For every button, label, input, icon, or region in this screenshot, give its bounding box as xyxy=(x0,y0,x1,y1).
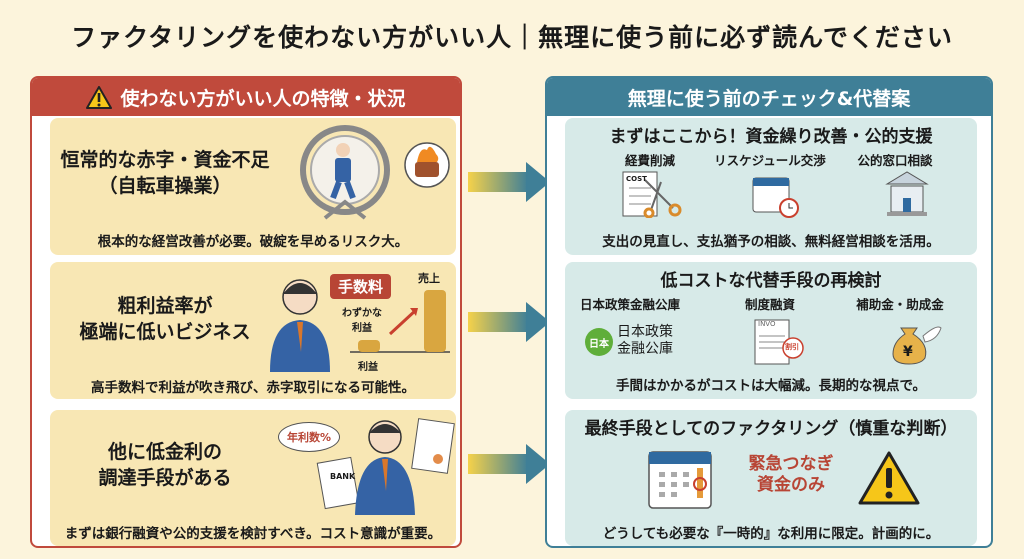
small-profit-label: わずかな利益 xyxy=(342,308,382,334)
calendar-icon xyxy=(648,451,712,509)
cost-label: COST xyxy=(626,175,647,183)
card-low-margin: 粗利益率が極端に低いビジネス 手数料 売上 わずかな利益 利益 高手数料で利益が… xyxy=(50,262,456,399)
profit-label: 利益 xyxy=(358,362,378,373)
bank-document-label: BANK xyxy=(330,472,356,481)
worried-businessman-icon xyxy=(270,279,330,372)
calendar-clock-icon xyxy=(752,177,799,218)
card-note: 根本的な経営改善が必要。破綻を早めるリスク大。 xyxy=(97,234,409,250)
cost-cut-icon xyxy=(622,171,682,218)
businessman-with-documents-icon xyxy=(316,418,455,515)
item-label: 補助金・助成金 xyxy=(856,297,944,312)
discount-stamp: 割引 xyxy=(785,343,799,351)
arrow-right-icon xyxy=(468,444,550,484)
right-panel-heading: 無理に使う前のチェック&代替案 xyxy=(627,87,911,110)
invoice-icon xyxy=(754,319,804,365)
arrow-right-icon xyxy=(468,302,550,342)
left-panel: 使わない方がいい人の特徴・状況 恒常的な赤字・資金不足 （自転車操業） 根本的な経… xyxy=(30,76,462,548)
card-title-line2: 調達手段がある xyxy=(98,466,232,489)
emergency-line1: 緊急つなぎ xyxy=(748,454,834,474)
emergency-line2: 資金のみ xyxy=(757,475,825,496)
card-title: 最終手段としてのファクタリング（慎重な判断） xyxy=(584,419,958,439)
burning-wallet-icon xyxy=(404,142,450,188)
right-panel-header: 無理に使う前のチェック&代替案 xyxy=(547,78,991,116)
money-bag-wings-icon xyxy=(892,326,942,365)
card-note: まずは銀行融資や公的支援を検討すべき。コスト意識が重要。 xyxy=(64,526,442,542)
warning-icon xyxy=(86,85,113,109)
card-factoring-last-resort: 最終手段としてのファクタリング（慎重な判断） 緊急つなぎ資金のみ どうしても必要… xyxy=(565,410,977,546)
card-title: まずはここから！資金繰り改善・公的支援 xyxy=(609,127,933,147)
card-title: 粗利益率が極端に低いビジネス xyxy=(50,294,280,345)
interest-bubble: 年利数% xyxy=(278,422,341,452)
card-title-line1: 恒常的な赤字・資金不足 xyxy=(60,149,270,171)
card-title-line1: 他に低金利の xyxy=(107,441,222,463)
item-label: リスケジュール交渉 xyxy=(714,153,826,168)
right-panel: 無理に使う前のチェック&代替案 まずはここから！資金繰り改善・公的支援 経費削減… xyxy=(545,76,993,548)
card-low-interest-alternatives: 他に低金利の調達手段がある 年利数% BANK まずは銀行融資や公的支援を検討す… xyxy=(50,410,456,546)
jfc-name-line1: 日本政策 xyxy=(617,324,673,340)
jfc-logo-icon: 日本 xyxy=(585,328,613,356)
card-title-line1: 粗利益率が xyxy=(117,295,213,317)
card-note: 手間はかかるがコストは大幅減。長期的な視点で。 xyxy=(616,378,926,394)
left-panel-heading: 使わない方がいい人の特徴・状況 xyxy=(120,87,406,110)
warning-icon xyxy=(858,451,920,505)
card-title: 恒常的な赤字・資金不足 （自転車操業） xyxy=(50,148,280,199)
emergency-note: 緊急つなぎ資金のみ xyxy=(741,454,841,497)
card-cashflow-improvement: まずはここから！資金繰り改善・公的支援 経費削減 リスケジュール交渉 公的窓口相… xyxy=(565,118,977,255)
item-label: 制度融資 xyxy=(744,297,795,312)
sales-label: 売上 xyxy=(418,272,440,285)
item-label: 日本政策金融公庫 xyxy=(579,297,680,312)
jfc-name: 日本政策金融公庫 xyxy=(617,324,673,358)
card-title-line2: 極端に低いビジネス xyxy=(79,320,251,343)
card-note: どうしても必要な『一時的』な利用に限定。計画的に。 xyxy=(602,526,940,542)
card-title: 他に低金利の調達手段がある xyxy=(50,440,280,491)
invoice-label: INVO xyxy=(758,320,776,328)
left-panel-header: 使わない方がいい人の特徴・状況 xyxy=(32,78,460,116)
card-chronic-deficit: 恒常的な赤字・資金不足 （自転車操業） 根本的な経営改善が必要。破綻を早めるリスク… xyxy=(50,118,456,255)
card-note: 高手数料で利益が吹き飛び、赤字取引になる可能性。 xyxy=(91,380,415,396)
coin-stacks-icon xyxy=(350,290,450,353)
arrow-right-icon xyxy=(468,162,550,202)
card-note: 支出の見直し、支払猶予の相談、無料経営相談を活用。 xyxy=(602,234,940,250)
jfc-name-line2: 金融公庫 xyxy=(617,340,673,357)
hamster-wheel-icon xyxy=(300,125,390,220)
yen-sign: ¥ xyxy=(903,344,913,360)
page-title: ファクタリングを使わない方がいい人｜無理に使う前に必ず読んでください xyxy=(71,23,953,52)
card-title-line2: （自転車操業） xyxy=(98,174,232,197)
card-low-cost-alternatives: 低コストな代替手段の再検討 日本政策金融公庫 制度融資 補助金・助成金 日本 日… xyxy=(565,262,977,399)
card-title: 低コストな代替手段の再検討 xyxy=(660,271,882,291)
item-label: 公的窓口相談 xyxy=(857,153,933,168)
public-office-building-icon xyxy=(885,171,929,216)
fee-tag: 手数料 xyxy=(330,274,392,299)
item-label: 経費削減 xyxy=(624,153,675,168)
